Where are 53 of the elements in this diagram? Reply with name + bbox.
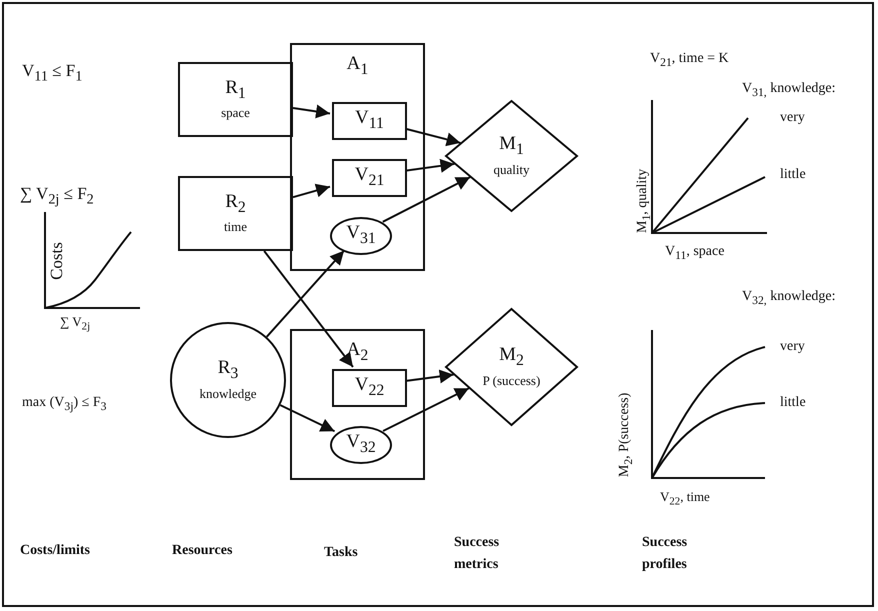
constraint-formula: ∑ V$_{2j}$ ≤ F$_{2}$: [20, 185, 94, 208]
arrow: [292, 104, 330, 118]
arrow: [292, 184, 330, 198]
node-subtitle: time: [224, 218, 248, 236]
axis-title: V$_{22}$, time: [660, 488, 710, 510]
axis-title: Costs: [48, 241, 66, 282]
arrow: [382, 176, 471, 223]
legend-heading: V$_{31,}$ knowledge:: [742, 80, 836, 101]
node-title: V$_{31}$: [346, 222, 376, 249]
column-heading: Tasks: [324, 544, 359, 562]
node-title: R$_{2}$: [225, 190, 246, 218]
legend-heading: V$_{32,}$ knowledge:: [742, 288, 836, 309]
arrow: [266, 250, 345, 338]
arrow: [280, 404, 336, 432]
arrow: [263, 250, 354, 368]
line-label: little: [780, 394, 806, 412]
line-label: little: [780, 166, 806, 184]
task-group-box: [290, 43, 425, 271]
node-title: R$_{3}$: [218, 357, 238, 384]
metric-diamond: [445, 308, 578, 426]
node-subtitle: quality: [493, 160, 530, 179]
node-subtitle: space: [221, 104, 250, 122]
task-box: [332, 159, 407, 197]
node-title: V$_{11}$: [355, 107, 384, 134]
column-heading: Success metrics: [454, 534, 500, 574]
node-title: V$_{32}$: [346, 431, 376, 458]
node-subtitle: P (success): [482, 372, 540, 390]
resource-box: [178, 176, 293, 251]
node-title: M$_{1}$: [499, 133, 524, 160]
task-box: [332, 369, 407, 407]
constraint-formula: max (V$_{3j}$) ≤ F$_{3}$: [22, 394, 106, 415]
arrow: [382, 387, 470, 432]
node-title: M$_{2}$: [499, 344, 524, 371]
line-label: very: [780, 109, 805, 127]
task-box: [332, 102, 407, 140]
column-heading: Costs/limits: [20, 542, 91, 560]
node-title: A$_{1}$: [346, 53, 368, 80]
task-ellipse: [330, 217, 392, 255]
constraint-formula: V$_{11}$ ≤ F$_{1}$: [22, 62, 82, 86]
node-subtitle: knowledge: [199, 384, 257, 403]
node-title: V$_{22}$: [354, 374, 384, 401]
column-heading: Success profiles: [642, 534, 688, 574]
task-ellipse: [330, 426, 392, 464]
resource-box: [178, 62, 293, 137]
axis-title: ∑ V$_{2j}$: [60, 313, 90, 335]
column-heading: Resources: [172, 542, 234, 560]
line-label: very: [780, 338, 805, 356]
metric-diamond: [445, 100, 578, 212]
node-title: V$_{21}$: [354, 164, 384, 191]
axis-title: V$_{11}$, space: [665, 243, 724, 264]
task-group-box: [290, 329, 425, 480]
chart-condition: V$_{21}$, time = K: [650, 50, 729, 71]
node-title: R$_{1}$: [225, 76, 246, 104]
